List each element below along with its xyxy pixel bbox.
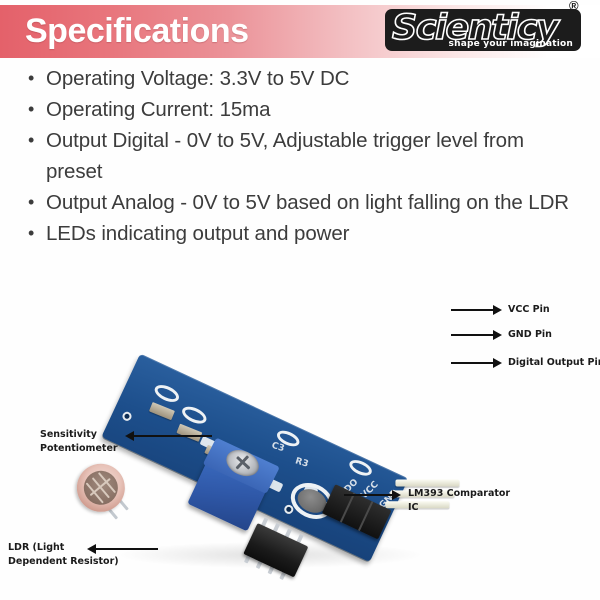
callout-arrow-ldr [87, 544, 96, 554]
list-item: Operating Current: 15ma [22, 94, 578, 125]
callout-line-ldr [96, 548, 158, 550]
logo-background: Scienticy shape your imagination [385, 9, 581, 51]
ldr-body [67, 453, 135, 522]
smd-resistor [176, 423, 203, 442]
callout-label-line1: LM393 Comparator [408, 488, 511, 499]
callout-arrow-do [493, 358, 502, 368]
registered-trademark-icon: ® [569, 0, 579, 13]
callout-label-sensitivity-potentiometer: Sensitivity Potentiometer [40, 428, 118, 456]
callout-label-gnd-pin: GND Pin [508, 329, 552, 340]
callout-line-gnd [451, 334, 495, 336]
pcb-board: C3 R3 R1 DO VCC GND [101, 353, 460, 581]
lm393-comparator-ic [243, 523, 309, 578]
callout-arrow-vcc [493, 305, 502, 315]
silkscreen-label: R3 [293, 456, 310, 470]
pin-header-housing [321, 484, 392, 540]
sensor-module-illustration: C3 R3 R1 DO VCC GND [67, 326, 460, 581]
smd-resistor [148, 401, 175, 421]
callout-label-line1: LDR (Light [8, 542, 65, 553]
ldr-sensing-face [76, 463, 125, 512]
callout-line-potentiometer [134, 435, 212, 437]
callout-label-digital-output-pin: Digital Output Pin [508, 357, 600, 368]
ldr-photoresistor [64, 453, 137, 527]
list-item: LEDs indicating output and power [22, 218, 578, 249]
callout-label-lm393-comparator-ic: LM393 Comparator IC [408, 487, 510, 515]
header-pin-vcc [395, 479, 460, 487]
specifications-list: Operating Voltage: 3.3V to 5V DC Operati… [22, 63, 578, 249]
brand-logo: Scienticy shape your imagination [385, 9, 581, 51]
logo-wordmark: Scienticy [391, 9, 560, 49]
list-item: Operating Voltage: 3.3V to 5V DC [22, 63, 578, 94]
callout-line-lm393 [344, 494, 394, 496]
logo-tagline: shape your imagination [448, 39, 573, 49]
module-diagram: C3 R3 R1 DO VCC GND [0, 286, 600, 600]
callout-label-vcc-pin: VCC Pin [508, 304, 550, 315]
callout-label-line2: Dependent Resistor) [8, 556, 119, 567]
callout-arrow-lm393 [392, 490, 401, 500]
led-pad [152, 381, 182, 406]
component-pad [346, 456, 375, 479]
callout-label-line2: IC [408, 502, 419, 513]
mounting-hole [121, 410, 133, 423]
list-item: Output Analog - 0V to 5V based on light … [22, 187, 578, 218]
callout-label-line2: Potentiometer [40, 443, 118, 454]
callout-label-line1: Sensitivity [40, 429, 97, 440]
list-item: Output Digital - 0V to 5V, Adjustable tr… [22, 125, 578, 187]
page-title: Specifications [25, 12, 249, 50]
callout-line-vcc [451, 309, 495, 311]
callout-label-ldr: LDR (Light Dependent Resistor) [8, 541, 119, 569]
callout-arrow-potentiometer [125, 431, 134, 441]
led-pad [179, 403, 210, 427]
callout-arrow-gnd [493, 330, 502, 340]
callout-line-do [451, 362, 495, 364]
